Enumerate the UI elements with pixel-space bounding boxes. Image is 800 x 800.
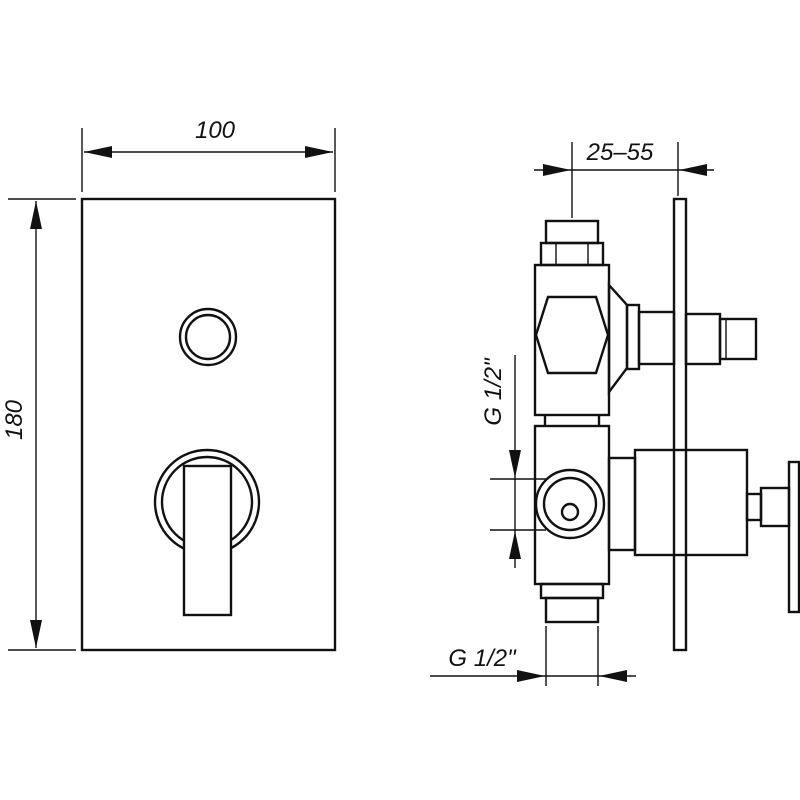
diverter-knob xyxy=(178,307,238,367)
bottom-thread-dimension: G 1/2" xyxy=(430,626,636,686)
depth-dimension: 25–55 xyxy=(534,139,714,218)
front-view xyxy=(80,197,337,652)
side-thread-dimension: G 1/2" xyxy=(480,355,546,568)
upper-body xyxy=(533,263,758,417)
width-dimension: 100 xyxy=(81,117,336,192)
side-view xyxy=(533,197,800,652)
height-label: 180 xyxy=(1,399,28,440)
body-neck xyxy=(543,415,601,426)
depth-label: 25–55 xyxy=(586,139,654,166)
bottom-outlet xyxy=(539,582,605,624)
height-dimension: 180 xyxy=(1,198,76,651)
hex-nut xyxy=(534,295,610,375)
cartridge-housing xyxy=(633,448,749,557)
bottom-thread-label: G 1/2" xyxy=(448,645,517,672)
width-label: 100 xyxy=(195,117,236,144)
side-cover-plate xyxy=(672,197,688,652)
cover-plate xyxy=(80,197,337,652)
lever-handle xyxy=(153,448,261,617)
top-cap xyxy=(539,219,605,267)
side-thread-label: G 1/2" xyxy=(480,357,507,426)
